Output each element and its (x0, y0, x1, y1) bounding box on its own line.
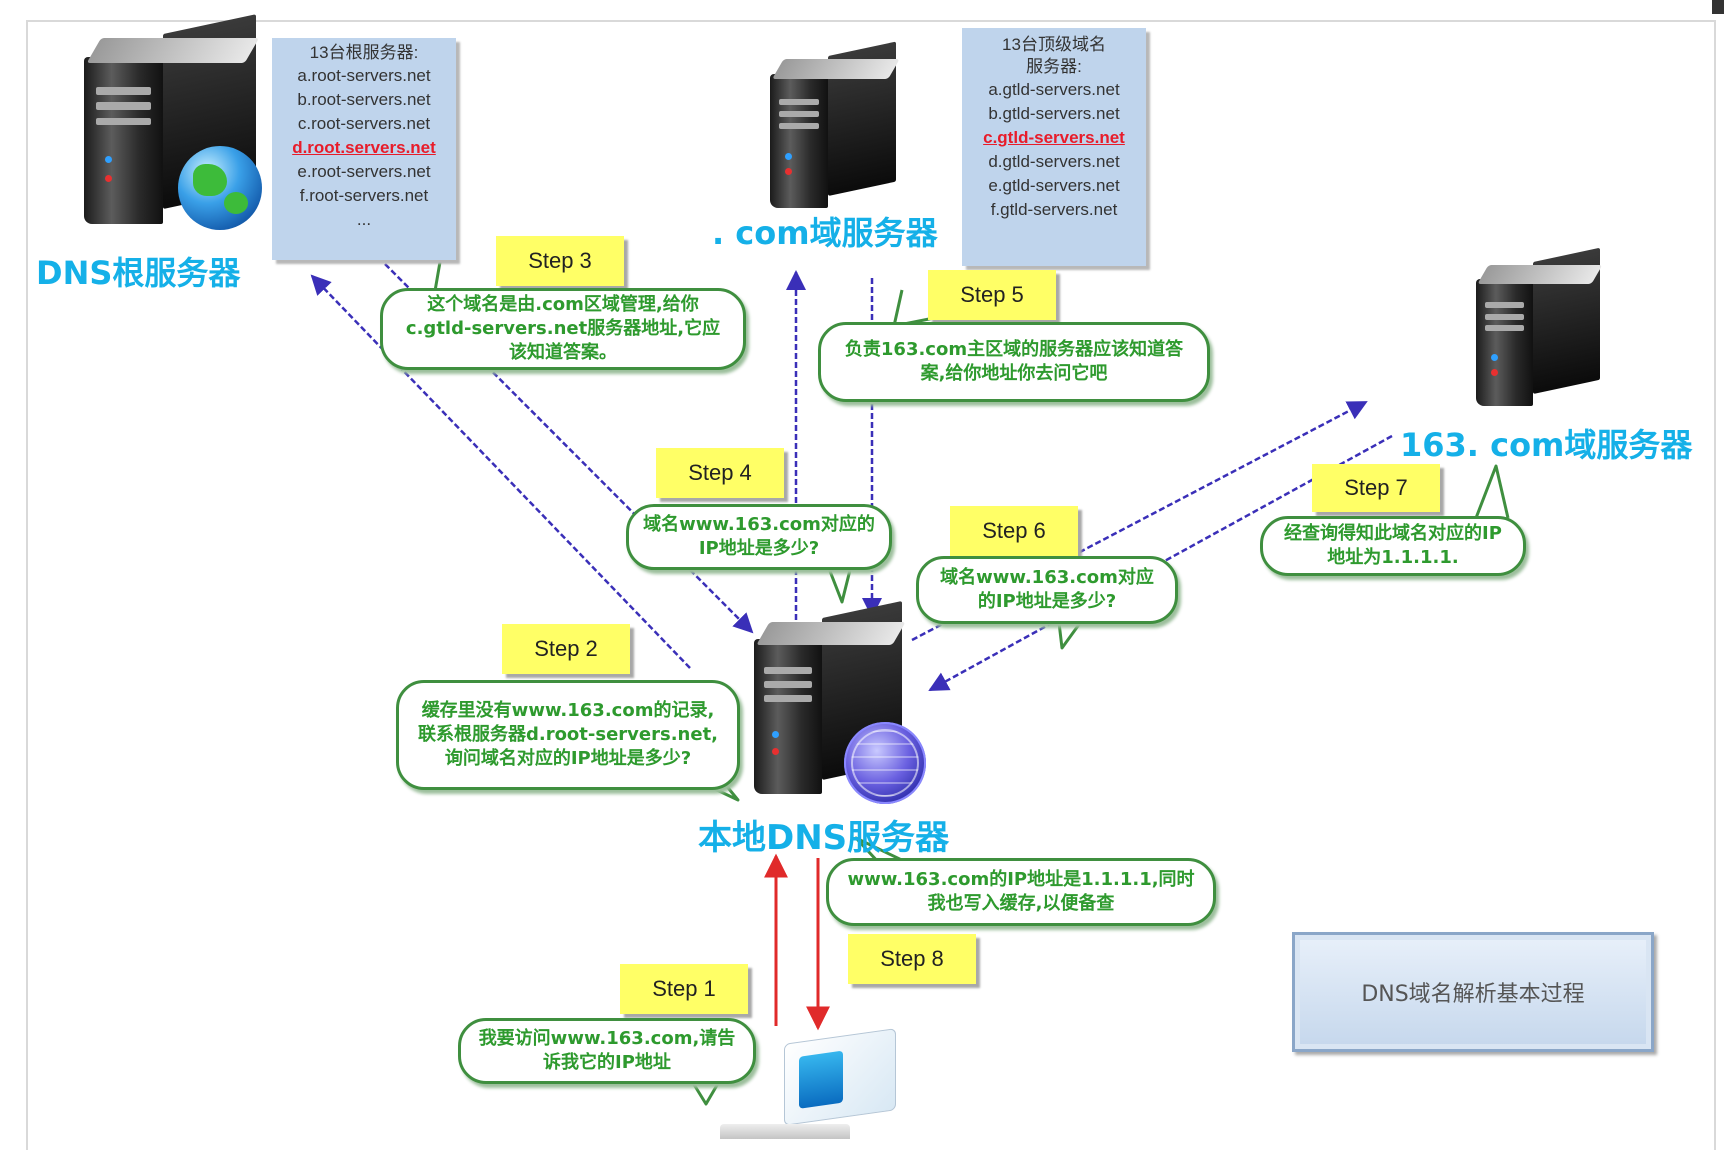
step-6-label: Step 6 (950, 506, 1078, 556)
bubble-tail-7 (1474, 464, 1510, 519)
root-list-item-highlight: d.root.servers.net (292, 138, 436, 157)
bubble-step-8: www.163.com的IP地址是1.1.1.1,同时我也写入缓存,以便备查 (826, 858, 1216, 926)
root-server-label: DNS根服务器 (36, 254, 241, 292)
bubble-tail-8 (854, 836, 911, 866)
local-dns-label: 本地DNS服务器 (698, 818, 950, 858)
bubble-step-4: 域名www.163.com对应的IP地址是多少? (626, 504, 892, 570)
step-8-label: Step 8 (848, 934, 976, 984)
globe-icon (178, 146, 262, 230)
arrow-local-to-root (310, 274, 691, 669)
tld-list-item-highlight: c.gtld-servers.net (983, 128, 1125, 147)
root-list-item: f.root-servers.net (299, 186, 429, 205)
tld-server-list: 13台顶级域名 服务器: a.gtld-servers.net b.gtld-s… (962, 28, 1146, 266)
step-3-label: Step 3 (496, 236, 624, 286)
step-1-label: Step 1 (620, 964, 748, 1014)
client-computer-icon (784, 1028, 896, 1126)
step-5-label: Step 5 (928, 270, 1056, 320)
com-server-icon (770, 41, 900, 208)
root-list-title: 13台根服务器: (309, 43, 419, 62)
diagram-caption: DNS域名解析基本过程 (1292, 932, 1654, 1052)
bubble-tail-1 (688, 1077, 722, 1106)
tld-list-item: a.gtld-servers.net (988, 80, 1120, 99)
root-list-item: b.root-servers.net (297, 90, 431, 109)
step-7-label: Step 7 (1312, 464, 1440, 512)
root-list-item: e.root-servers.net (297, 162, 431, 181)
tld-list-title: 服务器: (1026, 57, 1082, 76)
bubble-step-7: 经查询得知此域名对应的IP地址为1.1.1.1. (1260, 516, 1526, 576)
bubble-step-3: 这个域名是由.com区域管理,给你c.gtld-servers.net服务器地址… (380, 288, 746, 370)
tld-list-item: f.gtld-servers.net (990, 200, 1118, 219)
tld-list-item: d.gtld-servers.net (988, 152, 1120, 171)
bubble-step-6: 域名www.163.com对应的IP地址是多少? (916, 556, 1178, 624)
network-globe-icon (844, 722, 926, 804)
keyboard-icon (720, 1124, 850, 1139)
root-list-item: c.root-servers.net (297, 114, 431, 133)
step-2-label: Step 2 (502, 624, 630, 674)
tld-list-item: b.gtld-servers.net (988, 104, 1120, 123)
bubble-step-2: 缓存里没有www.163.com的记录,联系根服务器d.root-servers… (396, 680, 740, 790)
authoritative-server-icon (1476, 247, 1603, 406)
root-server-icon (84, 14, 260, 224)
bubble-tail-4 (826, 561, 854, 604)
root-list-item: a.root-servers.net (297, 66, 431, 85)
window-corner (1712, 0, 1724, 14)
bubble-step-1: 我要访问www.163.com,请告诉我它的IP地址 (458, 1018, 756, 1084)
com-server-label: . com域服务器 (712, 214, 938, 252)
bubble-step-5: 负责163.com主区域的服务器应该知道答案,给你地址你去问它吧 (818, 322, 1210, 402)
tld-list-title: 13台顶级域名 (1002, 35, 1106, 54)
root-list-item: ... (356, 210, 372, 229)
local-dns-server-icon (754, 601, 906, 794)
root-server-list: 13台根服务器: a.root-servers.net b.root-serve… (272, 38, 456, 260)
step-4-label: Step 4 (656, 448, 784, 498)
tld-list-item: e.gtld-servers.net (988, 176, 1120, 195)
authoritative-server-label: 163. com域服务器 (1400, 426, 1693, 464)
